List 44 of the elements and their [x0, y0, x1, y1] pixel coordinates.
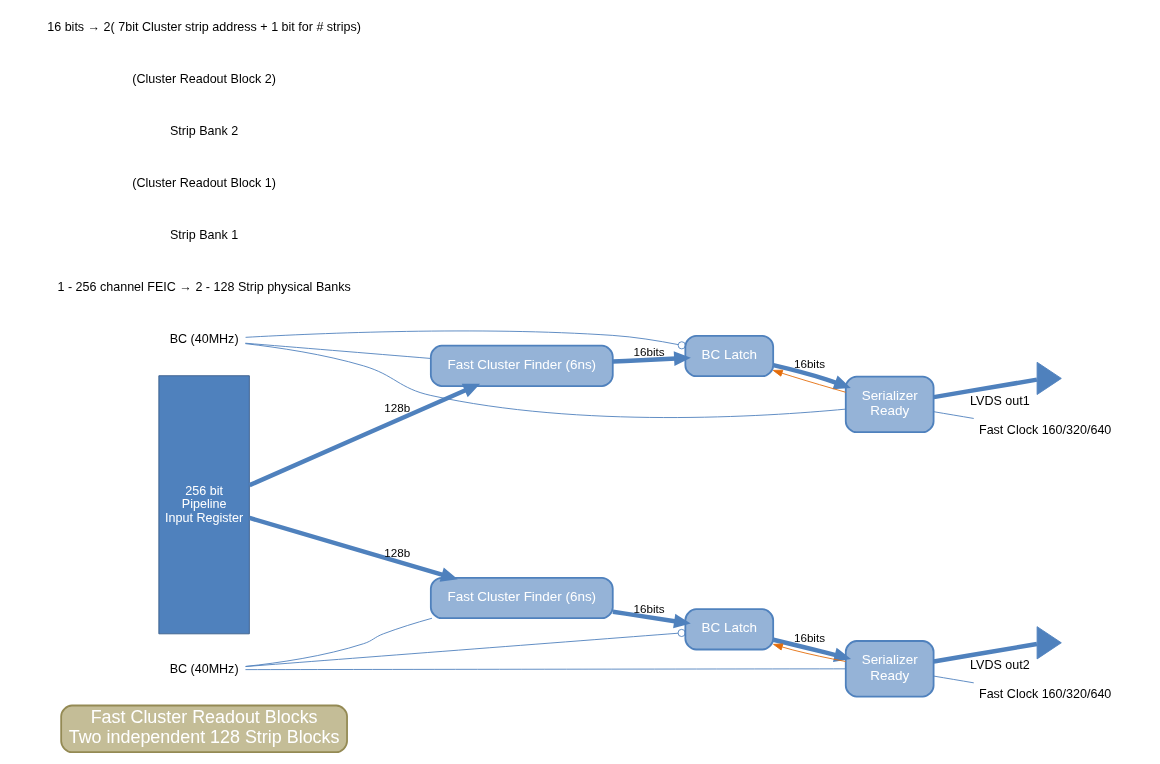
node-box: 256 bit Pipeline Input Register	[157, 375, 250, 635]
node-box: Fast Cluster Finder (6ns)	[429, 344, 614, 387]
arrow	[248, 515, 458, 582]
node-text: BC (40MHz)	[169, 332, 239, 347]
connector	[244, 330, 686, 350]
node-box: Fast Cluster Finder (6ns)	[429, 576, 614, 620]
connector	[932, 641, 1037, 664]
label: (Cluster Readout Block 1)	[131, 176, 276, 191]
node-box: Serializer Ready	[844, 640, 934, 698]
edge-label: 128b	[383, 546, 410, 560]
arrow	[772, 369, 846, 393]
node-triangle	[1036, 361, 1062, 395]
connector	[932, 675, 974, 684]
label: (Cluster Readout Block 2)	[131, 72, 276, 87]
node-text: BC (40MHz)	[169, 661, 239, 676]
node-label: LVDS out1	[969, 393, 1030, 408]
label: Strip Bank 1	[169, 228, 238, 243]
connector	[932, 377, 1037, 400]
node-label: LVDS out2	[969, 657, 1030, 672]
edge-label: 16bits	[793, 357, 825, 371]
arrow	[612, 351, 691, 366]
node-text: Fast Clock 160/320/640	[978, 422, 1111, 437]
edge-label: 16bits	[633, 601, 665, 615]
node-text: Fast Clock 160/320/640	[978, 687, 1111, 702]
connector	[244, 668, 846, 671]
node-triangle	[1036, 626, 1062, 660]
node-box: BC Latch	[683, 334, 774, 378]
connector	[932, 411, 974, 419]
arrow	[772, 362, 851, 390]
edge-label: 128b	[383, 400, 410, 414]
label: Strip Bank 2	[169, 124, 238, 139]
arrow	[612, 609, 691, 629]
label: 16 bits → 2( 7bit Cluster strip address + 1 bit for # strips)	[46, 20, 361, 35]
arrow	[772, 643, 846, 662]
arrow	[248, 383, 480, 488]
label: 1 - 256 channel FEIC → 2 - 128 Strip physical Banks	[56, 280, 351, 295]
connector	[244, 343, 846, 418]
edge-label: 16bits	[793, 631, 825, 645]
connector	[244, 628, 686, 667]
arrow	[772, 637, 851, 662]
node-box: BC Latch	[683, 608, 774, 651]
node-box: Fast Cluster Readout Blocks Two independent 128 Strip Blocks	[59, 704, 348, 753]
edge-label: 16bits	[633, 345, 665, 359]
node-box: Serializer Ready	[844, 375, 934, 434]
